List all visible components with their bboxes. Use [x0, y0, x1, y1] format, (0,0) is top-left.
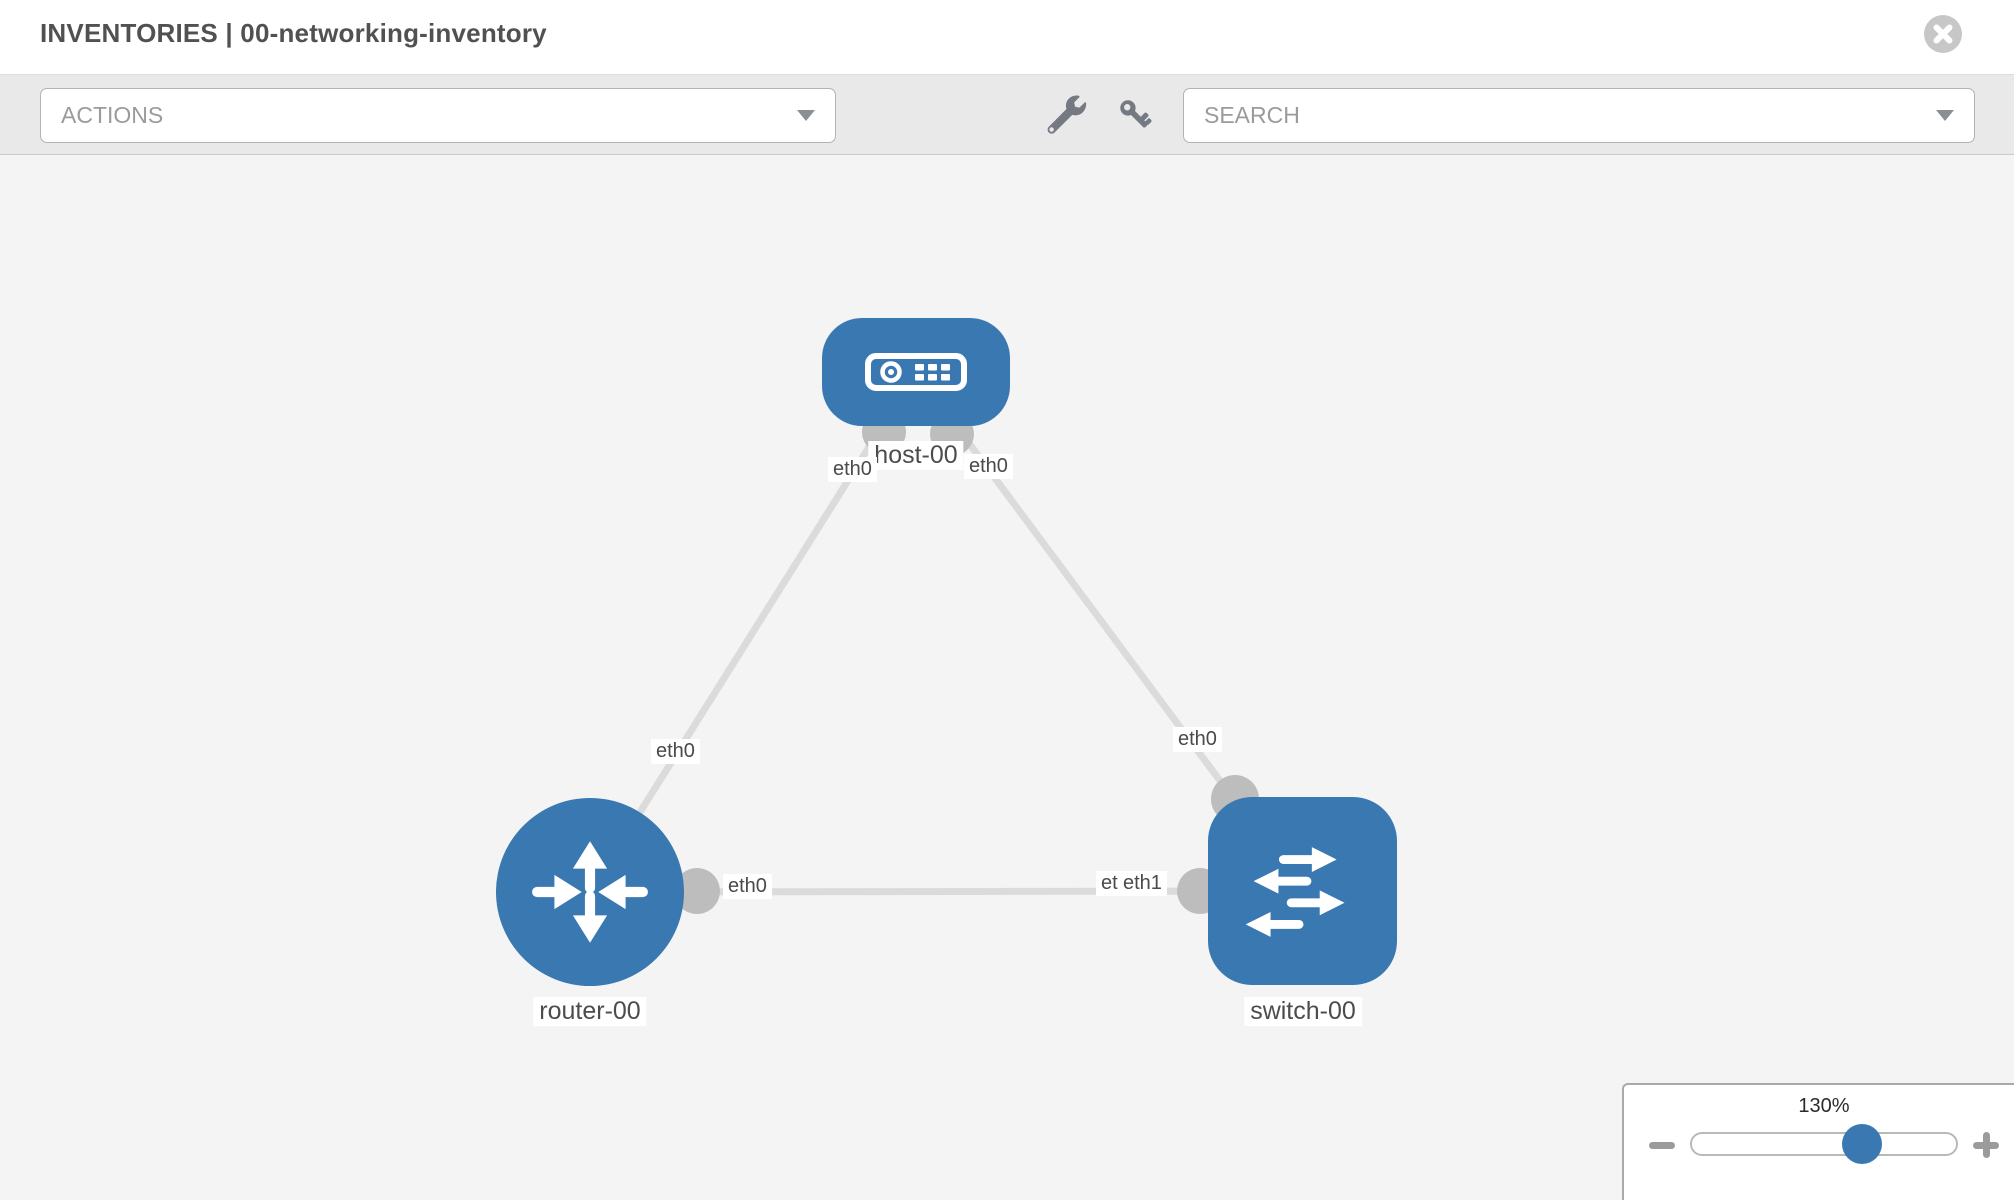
- node-host-00[interactable]: [822, 318, 1010, 426]
- node-label-router: router-00: [533, 997, 647, 1026]
- node-label-switch: switch-00: [1244, 997, 1362, 1026]
- close-icon: [1924, 15, 1962, 53]
- interface-label: eth0: [964, 454, 1013, 479]
- zoom-control-panel: 130%: [1622, 1083, 2014, 1200]
- zoom-out-button[interactable]: [1648, 1131, 1676, 1159]
- zoom-slider-thumb[interactable]: [1842, 1124, 1882, 1164]
- zoom-slider-track[interactable]: [1690, 1132, 1958, 1156]
- actions-dropdown[interactable]: ACTIONS: [40, 88, 836, 143]
- wrench-icon: [1047, 95, 1087, 134]
- interface-label: eth0: [828, 457, 877, 482]
- actions-dropdown-label: ACTIONS: [61, 102, 164, 128]
- chevron-down-icon: [797, 110, 815, 121]
- interface-label: eth1: [1118, 871, 1167, 896]
- minus-icon: [1649, 1142, 1675, 1149]
- configure-button[interactable]: [1044, 89, 1090, 141]
- interface-label: eth0: [1173, 727, 1222, 752]
- header: INVENTORIES | 00-networking-inventory: [0, 0, 2014, 74]
- close-button[interactable]: [1924, 15, 1962, 53]
- host-icon: [865, 353, 967, 391]
- search-dropdown-label: SEARCH: [1204, 102, 1300, 128]
- plus-icon: [1982, 1132, 1990, 1158]
- node-label-host: host-00: [868, 441, 964, 470]
- interface-label: eth0: [651, 739, 700, 764]
- links-layer: [587, 369, 1305, 914]
- zoom-level: 130%: [1798, 1095, 1850, 1117]
- zoom-in-button[interactable]: [1972, 1131, 2000, 1159]
- interface-endpoint[interactable]: [674, 868, 720, 914]
- switch-icon: [1245, 847, 1345, 937]
- router-icon: [532, 841, 648, 943]
- node-switch-00[interactable]: [1208, 797, 1397, 985]
- toolbar: ACTIONS SEARCH: [0, 74, 2014, 155]
- search-dropdown[interactable]: SEARCH: [1183, 88, 1975, 143]
- chevron-down-icon: [1936, 110, 1954, 121]
- key-icon: [1120, 100, 1152, 128]
- topology-canvas[interactable]: host-00 router-00 switch-00 eth0 eth0 et…: [0, 155, 2014, 1200]
- page-title: INVENTORIES | 00-networking-inventory: [40, 18, 547, 48]
- interface-label: eth0: [723, 874, 772, 899]
- node-router-00[interactable]: [496, 798, 684, 986]
- credentials-button[interactable]: [1112, 89, 1158, 141]
